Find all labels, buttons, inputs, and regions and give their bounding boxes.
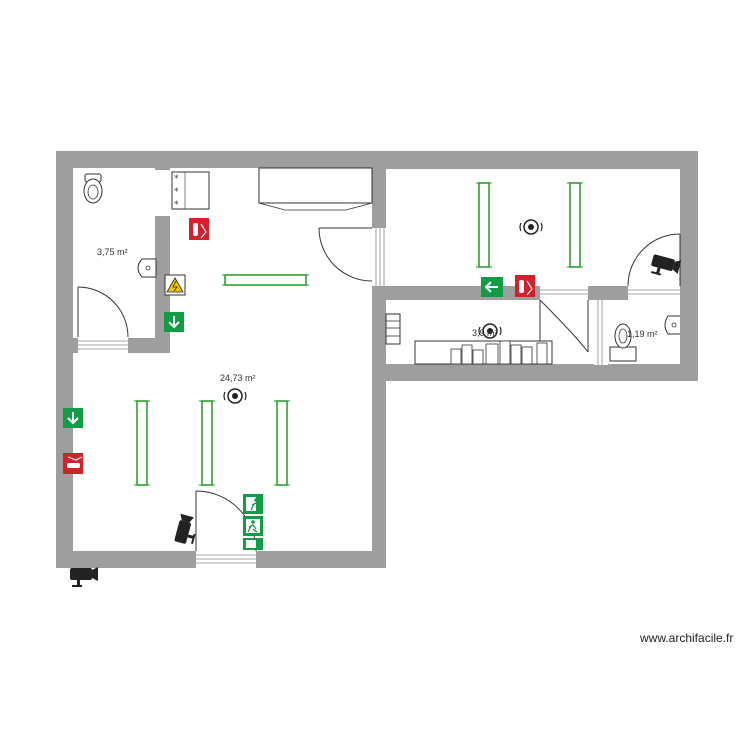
light-fixture xyxy=(276,400,288,486)
emergency-exit-icon xyxy=(243,516,263,536)
wall-main-right xyxy=(372,151,386,568)
fire-extinguisher-sign-icon xyxy=(189,218,209,240)
smoke-detector-icon xyxy=(519,219,543,235)
wall-right xyxy=(680,151,698,381)
camera-icon xyxy=(649,253,682,280)
door-openings xyxy=(78,170,680,569)
shelf-icon xyxy=(414,340,553,365)
room-area-label: 3,75 m² xyxy=(97,247,128,257)
light-fixture xyxy=(136,400,148,486)
exit-arrow-icon xyxy=(63,408,83,428)
toilet-icon xyxy=(609,323,637,362)
watermark[interactable]: www.archifacile.fr xyxy=(640,631,734,645)
room-area-label: 3,9 m² xyxy=(472,328,498,338)
fire-extinguisher-sign-icon xyxy=(63,453,83,474)
fire-extinguisher-sign-icon xyxy=(515,275,535,297)
smoke-detector-icon xyxy=(223,388,247,404)
door-thresholds xyxy=(78,228,680,564)
exit-arrow-icon xyxy=(481,277,503,297)
room-area-label: 24,73 m² xyxy=(220,373,256,383)
camera-icon xyxy=(70,567,98,587)
light-fixture xyxy=(201,400,213,486)
room-area-label: 1,19 m² xyxy=(627,329,658,339)
wall-left xyxy=(56,151,73,568)
light-fixture-ends xyxy=(134,182,583,486)
sink-icon xyxy=(137,258,157,278)
light-fixture xyxy=(224,274,307,286)
svg-text:*: * xyxy=(174,200,179,210)
svg-text:*: * xyxy=(174,187,179,197)
svg-text:*: * xyxy=(174,174,179,184)
doors xyxy=(77,227,681,552)
wall-top-right xyxy=(372,151,698,169)
shelf-icon xyxy=(385,313,401,345)
emergency-exit-icon xyxy=(243,538,263,550)
light-fixture xyxy=(478,182,490,268)
wall-right-bottom xyxy=(372,364,698,381)
sink-icon xyxy=(664,315,680,335)
toilet-icon xyxy=(83,173,103,204)
exit-arrow-icon xyxy=(164,312,184,332)
cabinet xyxy=(258,167,373,211)
wall-top-left xyxy=(56,151,386,168)
light-fixture xyxy=(569,182,581,268)
electrical-hazard-icon xyxy=(164,274,186,296)
stove-icon: * * * xyxy=(171,171,210,210)
emergency-exit-icon xyxy=(243,494,263,514)
